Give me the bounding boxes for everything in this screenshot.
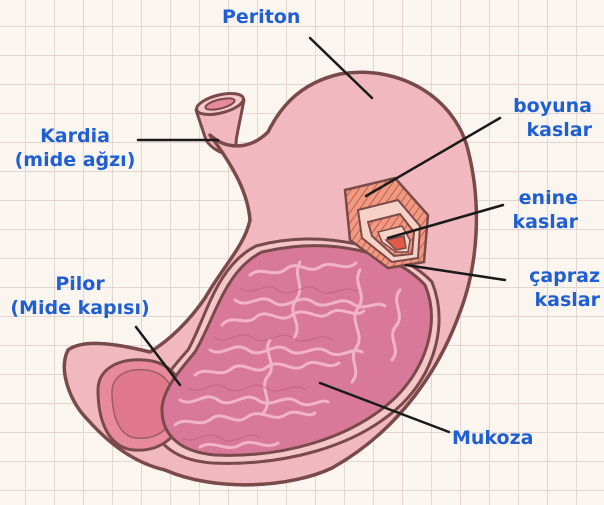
label-boyuna-kaslar: boyuna kaslar — [490, 94, 592, 142]
label-capraz-kaslar: çapraz kaslar — [490, 264, 600, 312]
label-enine-kaslar: enine kaslar — [490, 186, 578, 234]
label-mukoza: Mukoza — [452, 426, 534, 450]
label-kardia: Kardia (mide ağzı) — [10, 124, 140, 172]
label-periton: Periton — [222, 5, 300, 29]
label-pilor: Pilor (Mide kapısı) — [2, 272, 158, 320]
